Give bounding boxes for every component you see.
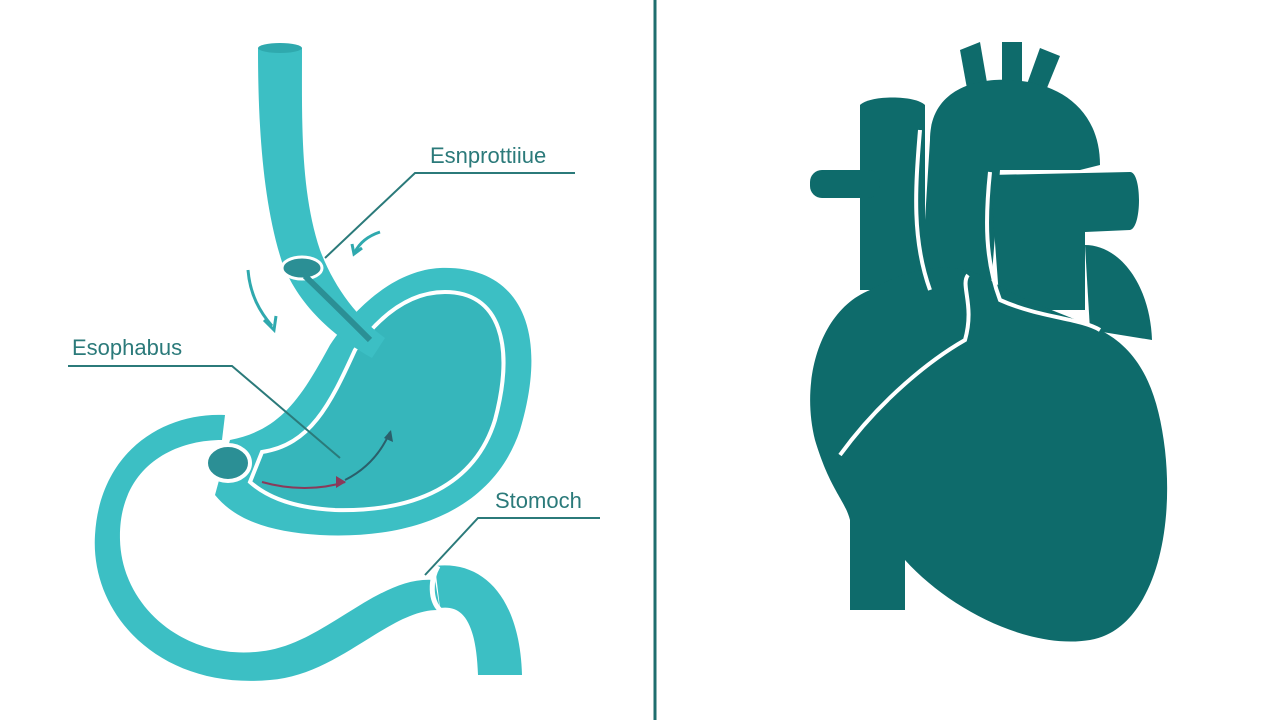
aorta <box>920 79 1100 300</box>
label-upper: Esnprottiiue <box>430 143 546 168</box>
pylorus-opening <box>204 443 252 483</box>
left-atrium <box>1085 245 1152 340</box>
digestive-illustration <box>94 43 532 681</box>
stomach-inner <box>247 289 506 513</box>
label-middle-group: Esophabus <box>68 335 341 459</box>
heart-body <box>810 267 1168 642</box>
leader-line-middle <box>68 365 341 459</box>
label-lower: Stomoch <box>495 488 582 513</box>
label-lower-group: Stomoch <box>424 488 600 576</box>
esophagus-tube <box>258 48 385 358</box>
sphincter-opening <box>280 255 324 281</box>
label-upper-group: Esnprottiiue <box>324 143 575 259</box>
side-vessel <box>810 170 880 198</box>
leader-line-upper <box>324 172 575 259</box>
heart-silhouette-icon <box>810 42 1168 642</box>
duodenum-tube <box>94 414 440 681</box>
leader-line-lower <box>424 517 600 576</box>
intestine-end <box>435 565 522 675</box>
flow-arrow-left <box>246 269 274 327</box>
vena-cava <box>860 97 925 290</box>
label-middle: Esophabus <box>72 335 182 360</box>
pulmonary-artery <box>990 172 1139 310</box>
flow-arrow-right <box>353 230 381 253</box>
